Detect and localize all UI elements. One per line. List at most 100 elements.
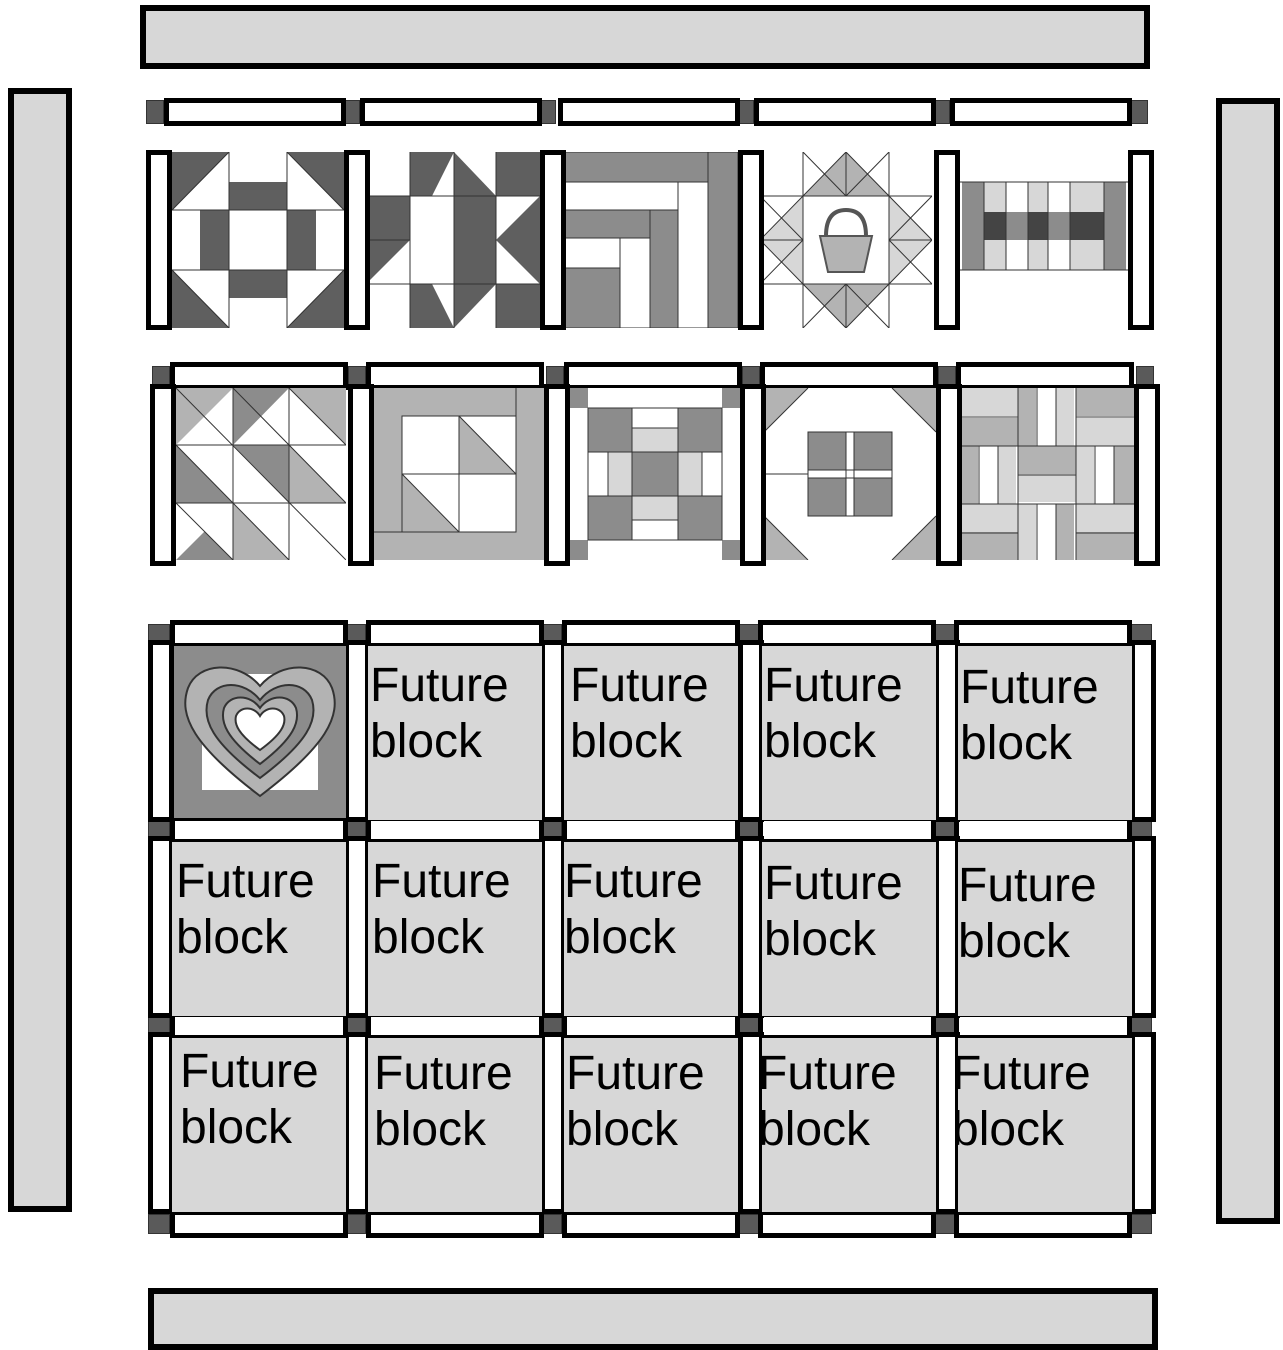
future-block-label: Future block [374,1046,513,1158]
sashing-strip [366,816,544,844]
rail-stripe-block [956,152,1130,328]
cornerstone [1136,366,1154,386]
bottom-border [148,1288,1158,1350]
sashing-strip [954,1012,1132,1040]
log-cabin-block [562,152,738,328]
sashing-strip [758,620,936,648]
cornerstone [1130,100,1148,124]
future-block: Future block [368,1038,542,1212]
sashing-strip [366,1012,544,1040]
sashing-strip [544,384,570,566]
cornerstone [546,366,564,386]
rail-fence-block [960,388,1134,560]
sashing-strip [738,836,764,1018]
future-block: Future block [368,842,542,1016]
left-border [8,88,72,1212]
sashing-strip [934,640,960,822]
sashing-strip [164,98,346,126]
sashing-strip [562,816,740,844]
sashing-strip [148,1032,174,1214]
sashing-strip [558,98,740,126]
sashing-strip [758,816,936,844]
cornerstone [146,100,164,124]
future-block: Future block [368,646,542,820]
future-block-label: Future block [372,854,511,966]
future-block: Future block [172,1038,346,1212]
future-block: Future block [564,646,738,820]
sashing-strip [740,384,766,566]
cornerstone [938,366,956,386]
sashing-strip [950,98,1132,126]
sashing-strip [170,1012,348,1040]
sashing-strip [1134,384,1160,566]
right-border [1216,98,1280,1224]
sashing-strip [148,836,174,1018]
cornerstone [348,366,366,386]
cornerstone [152,366,170,386]
sashing-strip [366,362,544,390]
sashing-strip [738,640,764,822]
sashing-strip [366,620,544,648]
sashing-strip [344,640,370,822]
churn-dash-block [172,152,344,328]
cornerstone [934,1214,956,1234]
sashing-strip [170,362,348,390]
half-square-triangles-block [176,388,346,560]
nine-patch-variant-block [568,388,742,560]
sashing-strip [540,150,566,330]
sashing-strip [540,836,566,1018]
sashing-strip [564,362,742,390]
future-block: Future block [958,842,1132,1016]
sashing-strip [170,1210,348,1238]
sashing-strip [344,1032,370,1214]
sashing-strip [934,150,960,330]
sashing-strip [1130,1032,1156,1214]
sashing-strip [148,640,174,822]
future-block-label: Future block [952,1046,1091,1158]
future-block-label: Future block [958,858,1097,970]
sashing-strip [758,1210,936,1238]
sashing-strip [954,620,1132,648]
future-block-label: Future block [960,660,1099,772]
sashing-strip [150,384,176,566]
cornerstone [148,1214,170,1234]
sashing-strip [934,836,960,1018]
sashing-strip [540,640,566,822]
sashing-strip [954,1210,1132,1238]
sashing-strip [170,816,348,844]
sashing-strip [344,836,370,1018]
framed-triangle-block [374,388,544,560]
sashing-strip [758,1012,936,1040]
sashing-strip [956,362,1134,390]
sashing-strip [562,1210,740,1238]
sashing-strip [540,1032,566,1214]
future-block-label: Future block [564,854,703,966]
future-block: Future block [958,1038,1132,1212]
heart-block [174,646,346,818]
sashing-strip [348,384,374,566]
sashing-strip [738,150,764,330]
top-border [140,5,1150,69]
sashing-strip [936,384,962,566]
future-block: Future block [762,842,936,1016]
sashing-strip [360,98,542,126]
future-block-label: Future block [764,658,903,770]
sashing-strip [760,362,938,390]
sashing-strip [1128,150,1154,330]
sashing-strip [562,1012,740,1040]
sashing-strip [954,816,1132,844]
future-block-label: Future block [566,1046,705,1158]
cornerstone [742,366,760,386]
future-block: Future block [564,842,738,1016]
sashing-strip [1130,640,1156,822]
future-block: Future block [762,646,936,820]
sashing-strip [344,150,370,330]
snowball-cross-block [764,388,936,560]
future-block-label: Future block [570,658,709,770]
future-block: Future block [958,646,1132,820]
sashing-strip [754,98,936,126]
future-block-label: Future block [764,856,903,968]
sashing-strip [170,620,348,648]
sashing-strip [366,1210,544,1238]
future-block: Future block [762,1038,936,1212]
